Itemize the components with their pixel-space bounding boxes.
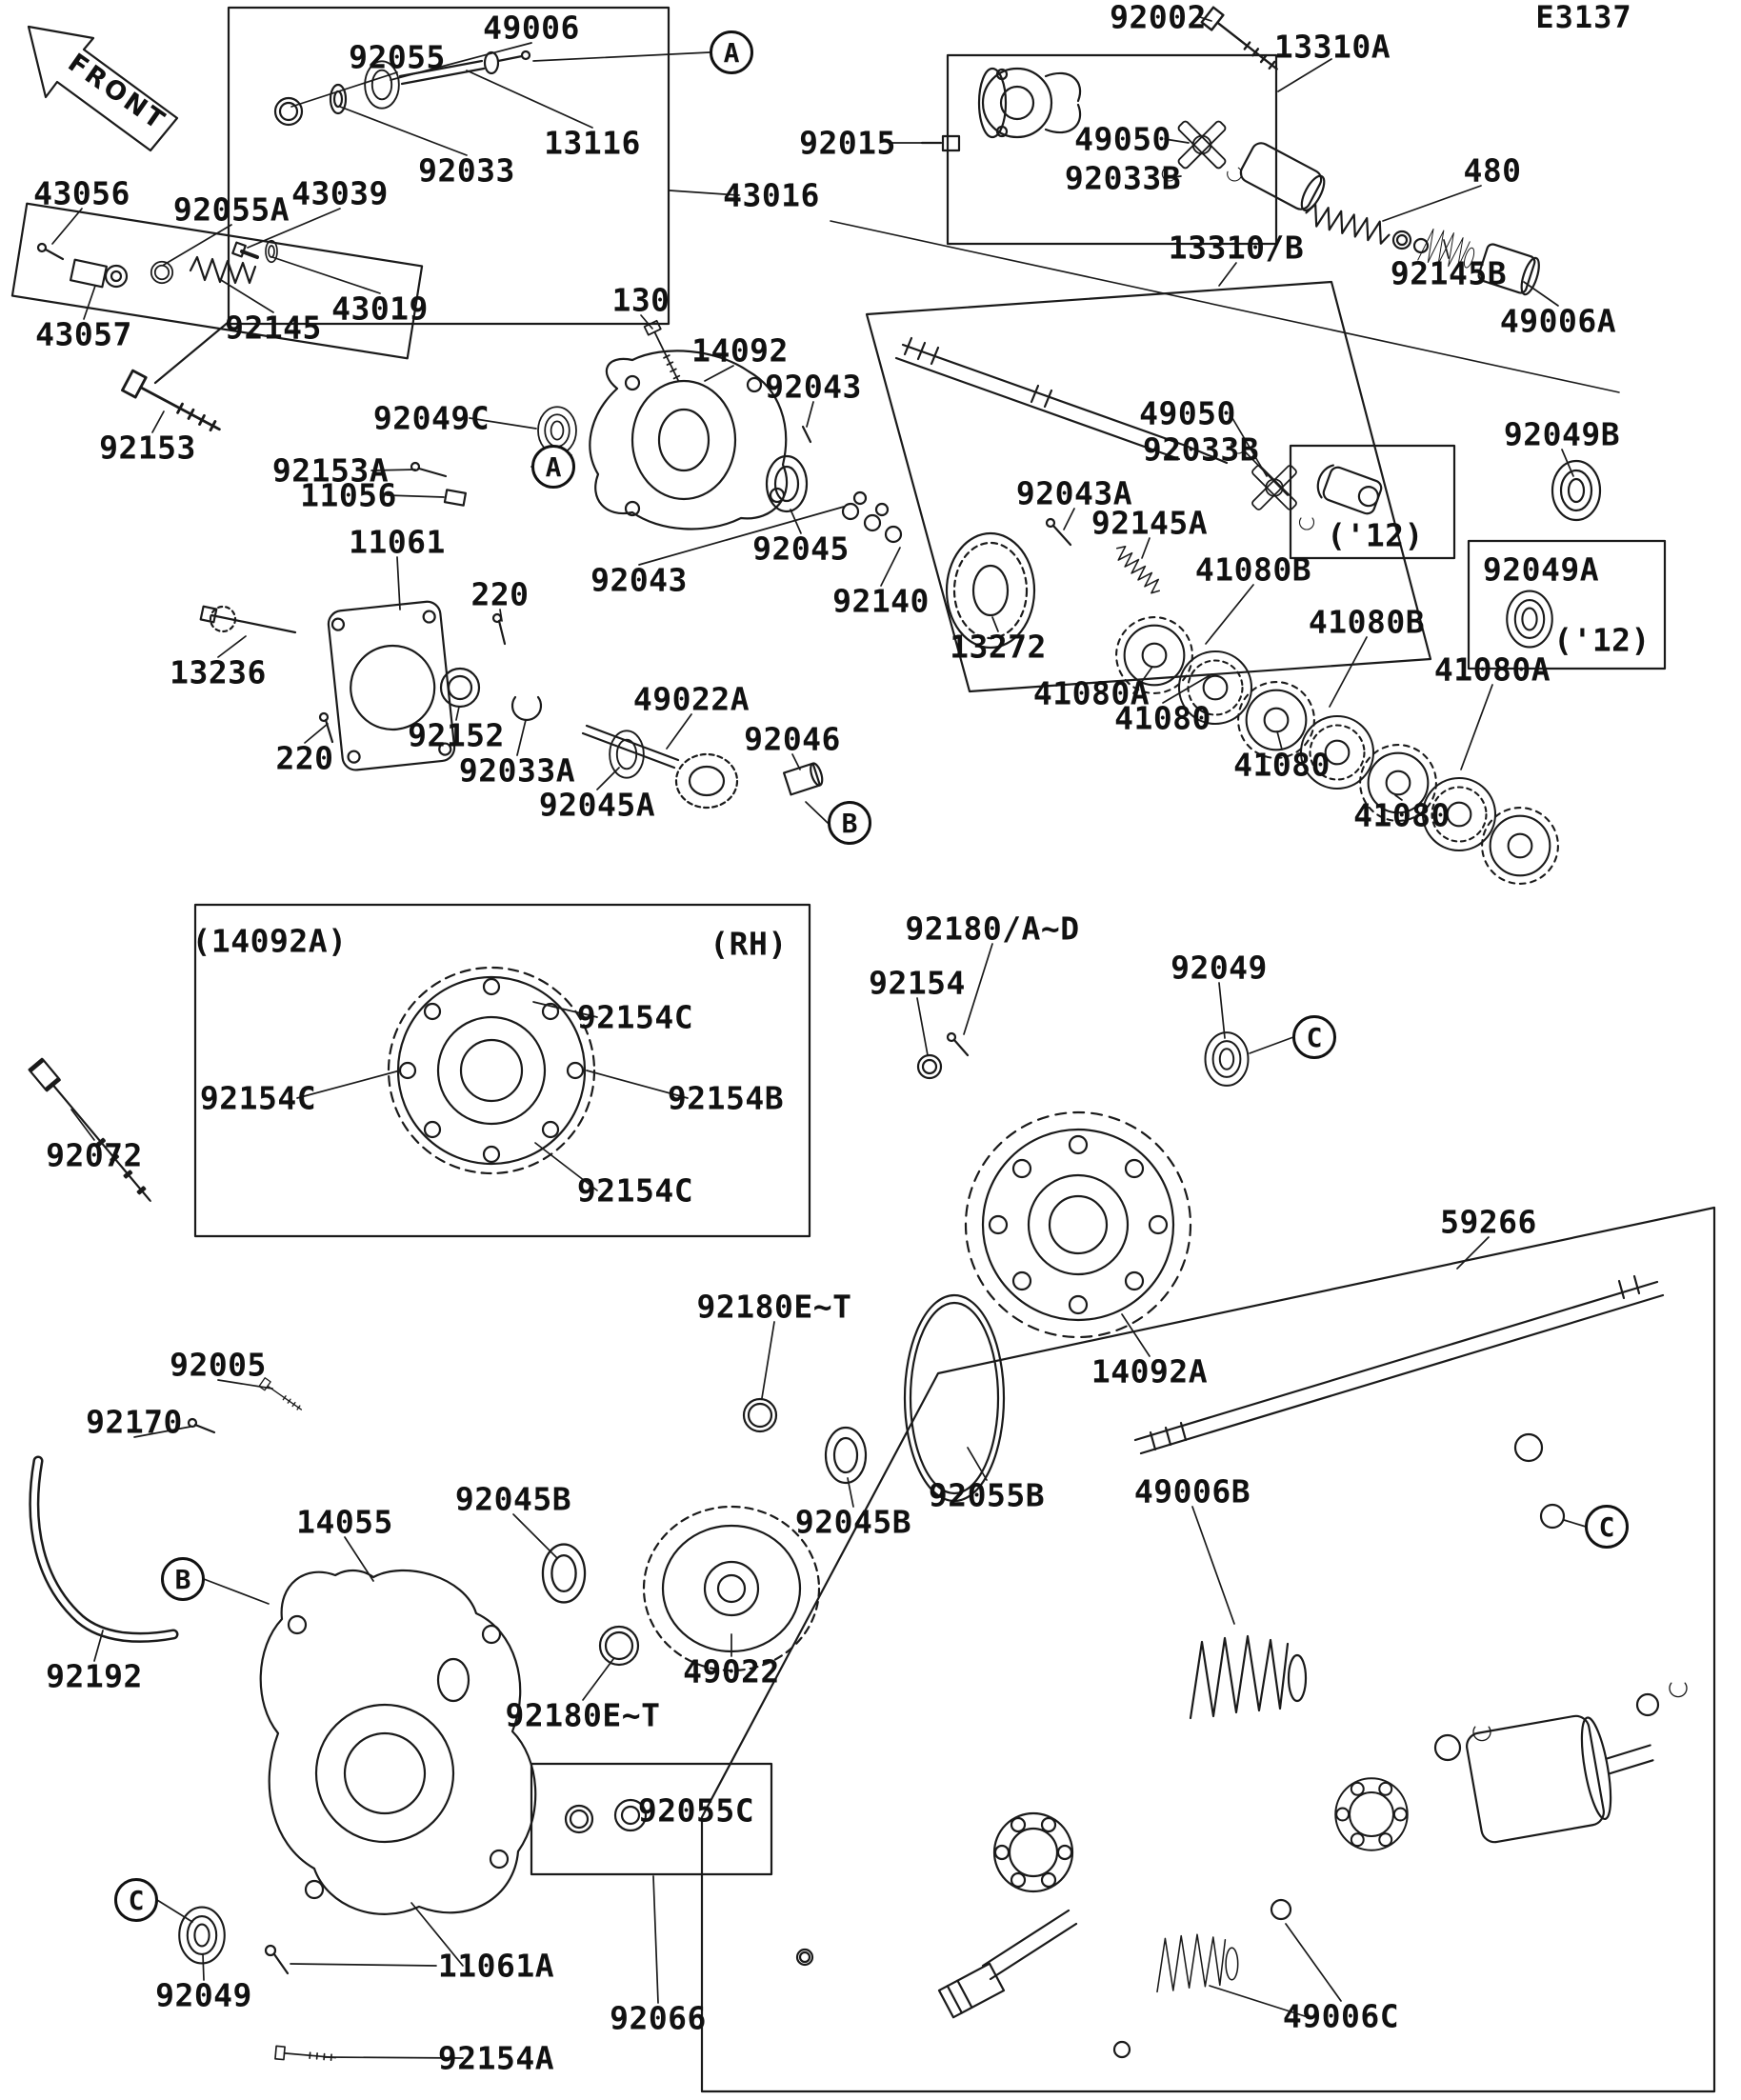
upper-joint-assembly-art [830, 6, 1620, 393]
cover-gasket-pinion-art [199, 600, 824, 810]
pinion-joint-assembly-art [153, 6, 670, 385]
cv-axle-kit-art [700, 1206, 1716, 2093]
leader-lines [51, 16, 1587, 2059]
final-gear-case-art [29, 1377, 537, 2066]
long-bolt-art [28, 1057, 158, 1208]
fastener-art [121, 319, 812, 507]
cover-inset-art [193, 903, 811, 1238]
propeller-shaft-art [865, 280, 1667, 693]
joint-fitting-group-art [10, 202, 424, 360]
drain-plug-inset-art [530, 1762, 773, 1876]
diagram-code: E3137 [1535, 0, 1632, 35]
ring-gear-art [541, 1293, 1006, 1672]
gear-case-art [537, 350, 903, 544]
clutch-stack-art [945, 517, 1559, 885]
front-direction-label: FRONT [63, 48, 172, 136]
output-cover-art [916, 1031, 1250, 1339]
front-arrow-icon: FRONT [27, 25, 179, 152]
